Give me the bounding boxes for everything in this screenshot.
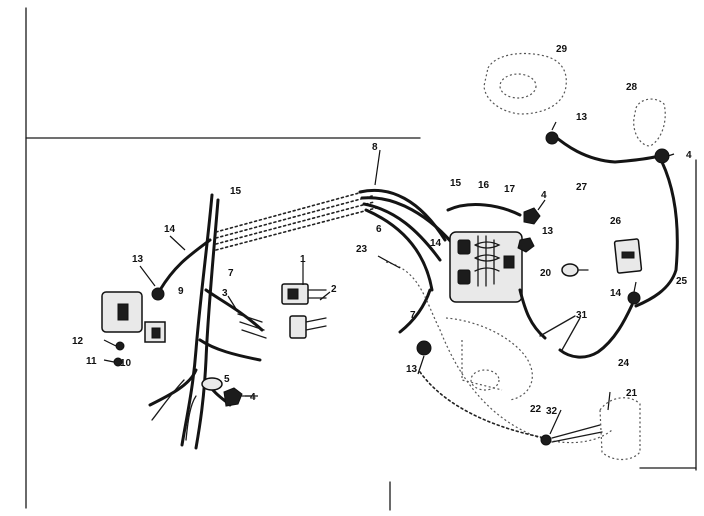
callout-13: 13 (542, 226, 554, 237)
callout-17: 17 (504, 184, 516, 195)
callout-13: 13 (576, 112, 588, 123)
callout-2: 2 (331, 284, 337, 295)
callout-23: 23 (356, 244, 368, 255)
callout-4: 4 (686, 150, 692, 161)
callout-21: 21 (626, 388, 638, 399)
center-harness (358, 188, 589, 334)
callout-14: 14 (610, 288, 622, 299)
callout-5: 5 (224, 374, 230, 385)
callout-4: 4 (250, 392, 256, 403)
callout-13: 13 (132, 254, 144, 265)
callout-14: 14 (164, 224, 176, 235)
callout-4: 4 (541, 190, 547, 201)
callout-11: 11 (86, 356, 97, 367)
callout-10: 10 (120, 358, 132, 369)
callout-3: 3 (222, 288, 228, 299)
frame-lines (25, 7, 697, 511)
callout-29: 29 (556, 44, 568, 55)
callout-15: 15 (450, 178, 462, 189)
callout-32: 32 (546, 406, 558, 417)
callout-22: 22 (530, 404, 542, 415)
callout-20: 20 (540, 268, 552, 279)
callout-24: 24 (618, 358, 630, 369)
callout-1: 1 (300, 254, 306, 265)
callout-25: 25 (676, 276, 688, 287)
callout-26: 26 (610, 216, 622, 227)
right-components (483, 52, 666, 461)
callout-14: 14 (430, 238, 442, 249)
callout-12: 12 (72, 336, 84, 347)
callout-16: 16 (478, 180, 490, 191)
callout-7: 7 (228, 268, 234, 279)
callout-28: 28 (626, 82, 638, 93)
left-harness (148, 193, 264, 450)
callout-8: 8 (372, 142, 378, 153)
callout-9: 9 (178, 286, 184, 297)
right-harness (416, 131, 679, 446)
callout-7: 7 (410, 310, 416, 321)
callout-6: 6 (376, 224, 382, 235)
callout-31: 31 (576, 310, 588, 321)
housing-outline (385, 261, 613, 444)
dotted-conduit (215, 189, 377, 251)
callout-27: 27 (576, 182, 588, 193)
callout-13: 13 (406, 364, 418, 375)
callout-labels: 1 2 3 4 4 4 5 6 7 7 8 9 10 11 12 13 13 1… (72, 44, 692, 417)
leader-lines (103, 121, 675, 435)
callout-15: 15 (230, 186, 242, 197)
left-components (101, 283, 327, 367)
